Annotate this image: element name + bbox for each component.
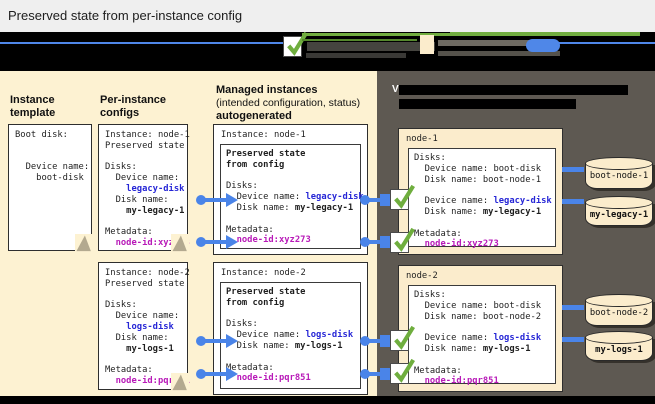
connector-dot [196,336,206,346]
vm-panel-header-mark: V [392,84,399,95]
connector-arrow-icon [226,235,238,249]
disk-link-line [562,199,584,204]
disk-cylinder-my-legacy-1: my-legacy-1 [585,196,653,226]
connector-line [368,372,384,376]
legend-green-line-right [450,32,640,34]
legend-gray-arrow [438,40,536,46]
vm-panel-header-obscured [399,99,576,109]
vm-config-box: Disks: Device name: boot-disk Disk name:… [408,148,556,249]
folded-corner [171,373,189,391]
status-checkmark-icon [390,358,415,384]
connector-line [204,339,228,343]
connector-line [368,339,384,343]
connector-dot [360,369,370,379]
status-checkmark-icon [390,325,415,351]
disk-link-line [562,337,584,342]
status-checkmark-icon [390,227,415,253]
vm-card-node-2: node-2 Disks: Device name: boot-disk Dis… [398,265,563,392]
card-title: node-1 [406,134,438,144]
vm-config-box: Disks: Device name: boot-disk Disk name:… [408,285,556,386]
footer-strip [0,396,655,404]
connector-arrow-icon [226,367,238,381]
disk-cylinder-my-logs-1: my-logs-1 [585,331,653,361]
legend-blue-line-right [557,42,655,44]
vm-panel-header-obscured [399,85,628,95]
legend-config-swatch [420,35,434,54]
connector-line [204,198,228,202]
connector-square [380,335,392,347]
card-title: Instance: node-2 [221,268,306,278]
connector-arrow-icon [226,334,238,348]
header-per-instance-configs: Per-instance configs [100,94,167,119]
disk-link-line [562,305,584,310]
page-title: Preserved state from per-instance config [8,8,243,23]
connector-line [204,240,228,244]
card-title: Instance: node-1 [221,130,306,140]
disk-label: boot-node-2 [589,308,649,318]
connector-dot [196,237,206,247]
connector-square [380,194,392,206]
header-managed-instances: Managed instances (intended configuratio… [216,84,361,122]
vm-card-node-1: node-1 Disks: Device name: boot-disk Dis… [398,128,563,255]
connector-line [204,372,228,376]
connector-line [368,198,384,202]
folded-corner [171,234,189,252]
disk-link-line [562,167,584,172]
connector-dot [360,336,370,346]
connector-square [380,368,392,380]
legend-checkmark-icon [283,31,308,57]
connector-dot [360,237,370,247]
disk-cylinder-boot-node-1: boot-node-1 [585,157,653,189]
connector-dot [360,195,370,205]
connector-dot [196,195,206,205]
connector-arrow-icon [226,193,238,207]
disk-label: boot-node-1 [589,171,649,181]
card-title: node-2 [406,271,438,281]
connector-square [380,236,392,248]
legend-green-line [302,39,417,41]
disk-cylinder-boot-node-2: boot-node-2 [585,294,653,326]
legend-obscured-text [307,42,435,51]
connector-dot [196,369,206,379]
legend-green-arrow [302,33,640,36]
disk-label: my-logs-1 [595,345,643,355]
instance-template-card: Boot disk: Device name: boot-disk [8,124,93,252]
legend-gray-line [438,51,560,56]
title-bar: Preserved state from per-instance config [0,0,655,32]
header-instance-template: Instance template [10,94,56,119]
connector-line [368,240,384,244]
legend-blue-line-left [0,42,283,44]
legend-obscured-text [306,53,406,58]
legend-blue-node [526,39,560,52]
legend-band [0,31,655,71]
folded-corner [75,234,93,252]
status-checkmark-icon [390,184,415,210]
disk-label: my-legacy-1 [589,210,649,220]
